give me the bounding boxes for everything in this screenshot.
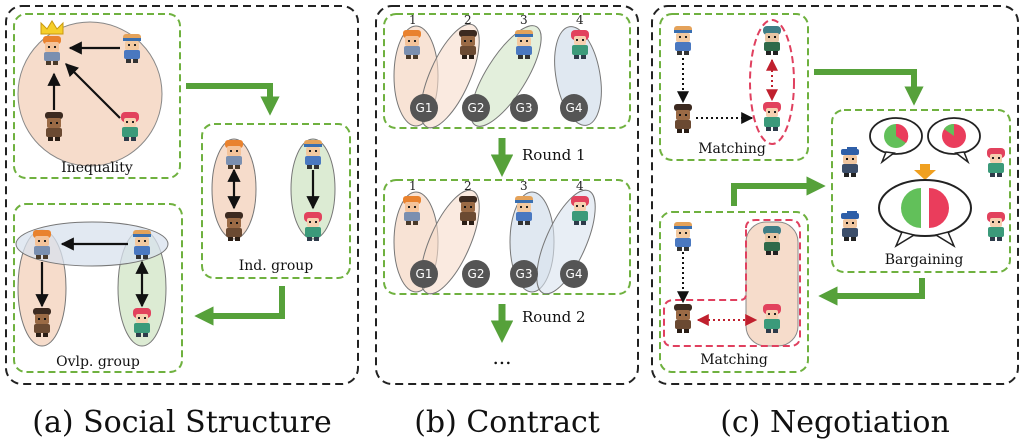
r1-token-g2: G2 [462,94,490,122]
round1-frame [383,13,631,129]
match-top-pink-character-icon [763,102,781,131]
pie-offer-right-icon [942,123,966,148]
flow-arrow-inequality-to-ind [186,83,280,116]
match-bottom-blue-character-icon [674,222,692,251]
overlapping-group-label: Ovlp. group [56,354,140,370]
pie-agreement-icon [901,188,949,228]
r2-index-1: 1 [409,179,417,193]
panel-a-frame [5,5,359,385]
r2-token-g1: G1 [410,260,438,288]
matching-top-label: Matching [698,141,766,157]
r1-token-g1: G1 [410,94,438,122]
ovlp-orange-character-icon [33,230,51,259]
panel-negotiation: Matching [651,5,1019,385]
round1-label: Round 1 [522,146,586,164]
bargain-scout-bottom-character-icon [841,211,859,241]
panel-c-frame [651,5,1019,385]
bargain-orange-arrow [914,164,936,180]
svg-text:G4: G4 [566,267,583,281]
r1-index-4: 4 [576,13,584,27]
r2-brown-character-icon [459,196,477,225]
svg-text:G3: G3 [516,101,533,115]
svg-text:G1: G1 [416,101,433,115]
bargain-pink-top-character-icon [987,148,1005,177]
r2-index-4: 4 [576,179,584,193]
svg-text:G4: G4 [566,101,583,115]
pie-offer-left-icon [884,123,909,148]
inequality-box: Inequality [13,13,181,179]
r1-index-1: 1 [409,13,417,27]
independent-group-box: Ind. group [201,123,351,279]
ovlp-blue-character-icon [133,230,151,259]
matching-bottom-label: Matching [700,352,768,368]
continuation-ellipsis: ... [492,345,511,369]
match-bottom-teal-character-icon [763,226,781,255]
ind-blue-character-icon [304,140,322,169]
flow-arrow-top-to-bargaining [814,69,924,106]
ind-brown-character-icon [225,212,243,241]
brown-character-icon [45,112,63,141]
independent-group-label: Ind. group [239,258,314,274]
match-top-brown-character-icon [674,104,692,133]
r1-orange-character-icon [403,30,421,59]
matching-bottom-box: Matching [659,211,809,373]
caption-social-structure: (a) Social Structure [32,405,331,440]
bargain-scout-top-character-icon [841,147,859,177]
panel-contract: 1 2 3 4 G1 G2 G3 G4 Round 1 1 2 3 4 [375,5,639,385]
flow-arrow-ind-to-ovlp [194,286,285,326]
round2-label: Round 2 [522,308,586,326]
r1-blue-character-icon [515,30,533,59]
bargain-pink-bottom-character-icon [987,212,1005,241]
matching-top-frame [659,13,809,161]
r2-token-g2: G2 [462,260,490,288]
svg-text:G3: G3 [516,267,533,281]
speech-bubble-main [878,179,972,248]
r2-orange-character-icon [403,196,421,225]
panel-b-frame [375,5,639,385]
r2-blue-character-icon [515,196,533,225]
blue-cap-character-icon [123,34,141,63]
independent-group-frame [201,123,351,279]
match-bottom-brown-character-icon [674,304,692,333]
ind-orange-character-icon [225,140,243,169]
overlapping-group-box: Ovlp. group [13,203,183,373]
inequality-circle [17,21,163,167]
r1-brown-character-icon [459,30,477,59]
round2-frame [383,179,631,295]
round2-box: 1 2 3 4 G1 G2 G3 G4 [383,179,631,295]
flow-arrow-bargaining-to-bottom [818,278,925,306]
inequality-label: Inequality [61,160,133,176]
match-top-teal-character-icon [763,26,781,55]
matching-bottom-frame [659,211,809,373]
r2-index-3: 3 [520,179,528,193]
svg-text:G1: G1 [416,267,433,281]
r1-token-g4: G4 [560,94,588,122]
overlapping-group-frame [13,203,183,373]
bargaining-label: Bargaining [885,252,964,268]
arrow-to-king-from-pink [65,63,121,119]
r2-index-2: 2 [464,179,472,193]
king-character-icon [40,20,64,65]
flow-arrow-bottom-to-bargaining [731,176,826,206]
inequality-frame [13,13,181,179]
ovlp-brown-character-icon [33,308,51,337]
caption-negotiation: (c) Negotiation [720,405,950,440]
round1-box: 1 2 3 4 G1 G2 G3 G4 [383,13,631,129]
r1-index-2: 2 [464,13,472,27]
match-top-blue-character-icon [674,26,692,55]
r2-token-g3: G3 [510,260,538,288]
matching-top-red-ellipse [749,19,795,145]
caption-contract: (b) Contract [414,405,600,440]
panel-social-structure: Inequality Ind. group [5,5,359,385]
matching-top-box: Matching [659,13,809,161]
bargaining-frame [831,109,1011,273]
r2-token-g4: G4 [560,260,588,288]
svg-text:G2: G2 [468,267,485,281]
r1-index-3: 3 [520,13,528,27]
bargaining-box: Bargaining [831,109,1011,273]
r1-token-g3: G3 [510,94,538,122]
svg-text:G2: G2 [468,101,485,115]
matching-bottom-red-outline [663,219,801,347]
